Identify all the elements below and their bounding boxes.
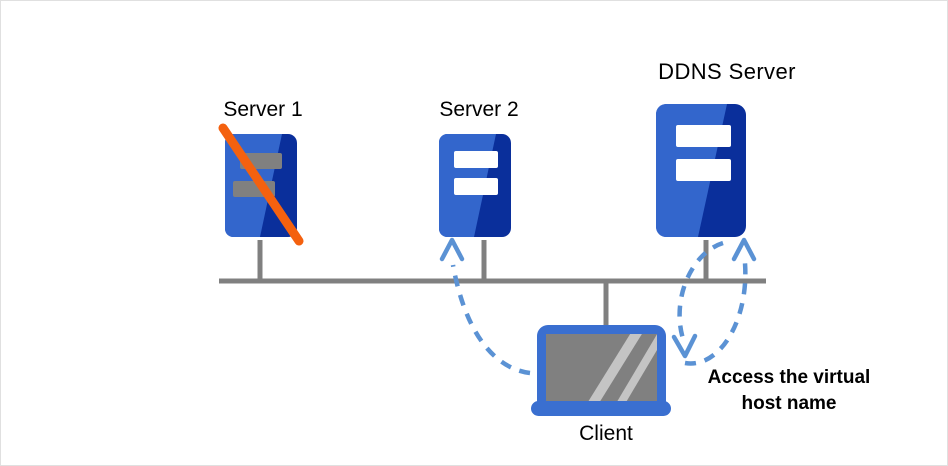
arrow-client-to-server2 <box>439 237 531 376</box>
arrow-ddns-query-up <box>684 237 757 366</box>
server2-bar-top <box>454 151 498 168</box>
ddns-server-icon <box>656 104 746 237</box>
server2-label: Server 2 <box>439 98 519 121</box>
server1-icon <box>218 123 304 246</box>
laptop-base <box>531 401 671 416</box>
server1-disabled-strike <box>218 123 304 246</box>
client-label: Client <box>579 422 633 445</box>
arrow-ddns-query-down <box>671 240 724 359</box>
client-laptop-icon <box>531 325 671 416</box>
server2-icon <box>439 134 511 237</box>
server2-bar-bottom <box>454 178 498 195</box>
access-virtual-host-note: Access the virtual host name <box>707 367 871 414</box>
ddns-bar-top <box>676 125 731 147</box>
server1-label: Server 1 <box>223 98 303 121</box>
connector-stubs <box>257 240 709 328</box>
ddns-bar-bottom <box>676 159 731 181</box>
ddns-server-label: DDNS Server <box>658 59 796 84</box>
